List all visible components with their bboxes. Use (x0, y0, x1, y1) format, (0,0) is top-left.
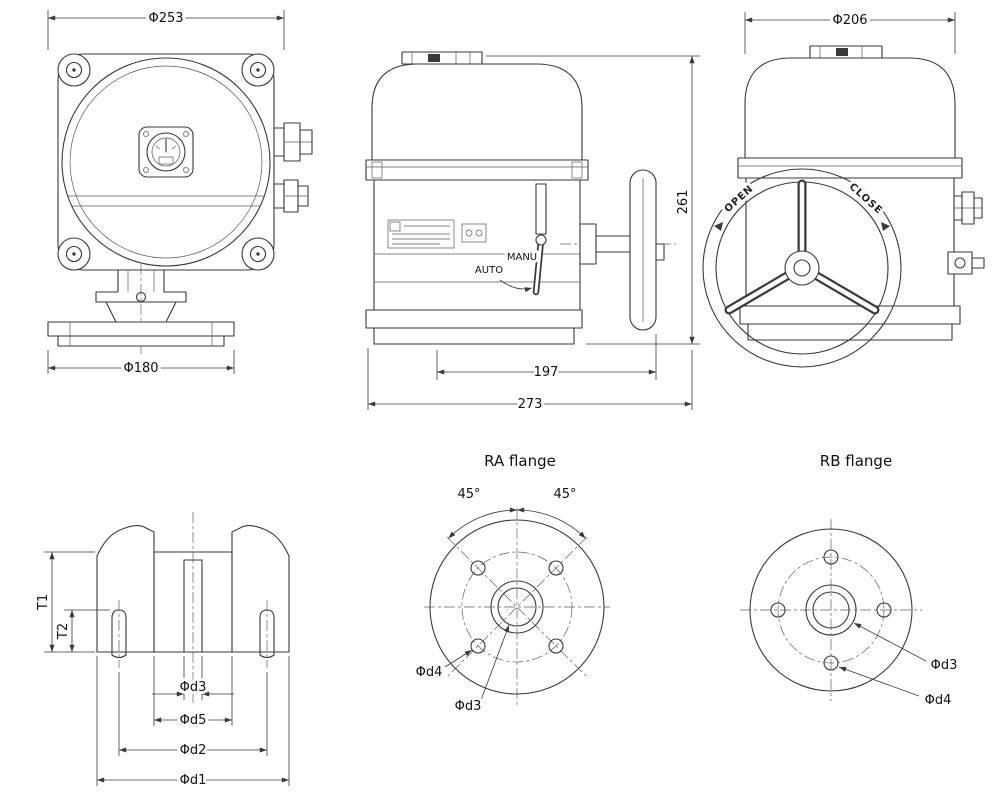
ra-flange-title: RA flange (484, 452, 556, 470)
mounting-base (47, 264, 235, 354)
handwheel-side-profile (560, 169, 676, 331)
handwheel (702, 168, 902, 368)
nameplate (387, 219, 487, 249)
rear-cable-glands (947, 191, 985, 275)
dim-front-top-diameter: Φ253 (148, 11, 183, 26)
dim-flange-d1: Φd1 (180, 773, 207, 788)
dim-rb-center-d3: Φd3 (931, 658, 958, 673)
dim-ra-angle-right: 45° (553, 487, 576, 502)
open-direction-arrow-icon (714, 222, 723, 231)
rb-flange-title: RB flange (820, 452, 892, 470)
dim-ra-center-d3: Φd3 (455, 699, 482, 714)
mounting-studs (111, 600, 275, 668)
dim-spigot-d2: Φd2 (180, 743, 207, 758)
dim-side-depth-total: 273 (518, 397, 543, 412)
dim-side-height: 261 (676, 190, 691, 215)
ra-flange-view: RA flange 45° 45° Φd4 Φd3 (413, 452, 610, 717)
dim-bore-d3: Φd3 (180, 680, 207, 695)
output-section-view: T1 T2 Φd3 Φd5 Φd2 Φd1 (33, 512, 290, 791)
cable-gland-icons (273, 122, 313, 213)
dim-ra-bolt-hole-d4: Φd4 (416, 665, 443, 680)
rear-view-handwheel: Φ206 (702, 10, 985, 368)
dim-side-depth-body: 197 (534, 365, 559, 380)
dim-t2: T2 (56, 623, 71, 640)
dim-ra-angle-left: 45° (457, 487, 480, 502)
label-manu: MANU (507, 252, 537, 263)
dim-rear-top-diameter: Φ206 (832, 13, 867, 28)
dim-t1: T1 (36, 594, 51, 611)
rb-flange-view: RB flange Φd3 Φd4 (740, 452, 960, 711)
label-auto: AUTO (475, 265, 503, 276)
dim-front-base-diameter: Φ180 (123, 361, 158, 376)
declutch-lever (499, 183, 547, 296)
dim-bush-d5: Φd5 (180, 713, 207, 728)
front-view: Φ253 (47, 8, 313, 379)
side-view: MANU AUTO 261 197 273 (365, 51, 700, 415)
close-direction-arrow-icon (881, 222, 890, 231)
position-indicator-window (138, 126, 194, 178)
dim-rb-bolt-hole-d4: Φd4 (925, 693, 952, 708)
corner-bolt-lugs (57, 53, 275, 271)
